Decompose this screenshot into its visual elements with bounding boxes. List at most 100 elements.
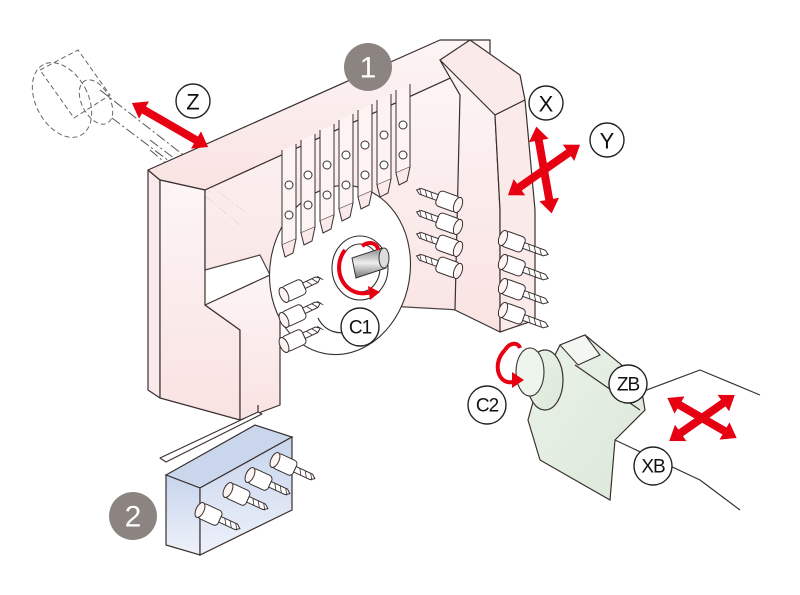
gang-tool-plate xyxy=(281,144,297,246)
drill-flutes xyxy=(528,315,542,328)
tool-holder-face xyxy=(278,287,290,303)
callout-badge-2: 2 xyxy=(109,492,157,540)
gang-tool-tip xyxy=(319,214,335,234)
callout-badge-1-text: 1 xyxy=(360,52,377,85)
drill-flutes xyxy=(419,209,433,222)
bolt-icon xyxy=(322,160,332,170)
label-xb-text: XB xyxy=(641,457,665,478)
gang-tool-plate xyxy=(357,104,373,198)
gang-tool-tip xyxy=(395,166,411,186)
front-drill-tool xyxy=(497,301,549,329)
label-z: Z xyxy=(175,83,211,119)
callout-badge-1: 1 xyxy=(344,43,392,91)
gang-tool-tip xyxy=(281,238,297,258)
drill-bit xyxy=(302,301,322,315)
drill-bit xyxy=(415,209,439,223)
gang-tool-tip xyxy=(300,226,316,246)
bolt-icon xyxy=(341,150,351,160)
gang-tool-tip xyxy=(376,178,392,198)
drill-bit xyxy=(302,276,322,290)
label-z-text: Z xyxy=(186,90,199,115)
label-c1-text: C1 xyxy=(349,318,372,339)
bolt-icon xyxy=(303,200,313,210)
turret-front-drills xyxy=(497,229,549,329)
label-y: Y xyxy=(589,122,625,158)
drill-flutes xyxy=(528,267,542,280)
front-drill-tool xyxy=(497,277,549,305)
tool-holder-face xyxy=(452,262,464,280)
tool-holder-face xyxy=(452,196,464,214)
bolt-icon xyxy=(379,160,389,170)
drill-flutes xyxy=(224,518,238,531)
bolt-icon xyxy=(341,180,351,190)
tool-holder-face xyxy=(497,301,509,319)
lower-drill-tool xyxy=(278,325,324,353)
back-post-drill-tool xyxy=(194,502,241,531)
xy-axis-arrows xyxy=(507,126,581,214)
back-post-drill-tool xyxy=(222,482,269,511)
z-axis-arrow xyxy=(131,101,209,149)
back-post-drills xyxy=(194,452,316,531)
drill-flutes xyxy=(306,325,324,336)
drill-flutes xyxy=(419,253,433,266)
gang-tool-tip xyxy=(357,190,373,210)
bolt-icon xyxy=(360,140,370,150)
right-turret-block xyxy=(439,39,536,333)
zb-xb-axis-arrows xyxy=(667,394,737,442)
gang-tool-plate xyxy=(319,124,335,222)
gang-tool-plate xyxy=(300,134,316,234)
drill-flutes xyxy=(528,243,542,256)
bolt-icon xyxy=(379,130,389,140)
label-y-text: Y xyxy=(600,129,615,154)
tool-holder-face xyxy=(278,312,290,328)
drill-bit xyxy=(218,515,241,531)
side-drill-tool xyxy=(415,209,464,236)
bolt-icon xyxy=(398,120,408,130)
bolt-icon xyxy=(322,190,332,200)
lower-drill-tool xyxy=(278,300,324,328)
drill-flutes xyxy=(299,468,313,481)
label-zb: ZB xyxy=(608,364,648,404)
tool-holder-face xyxy=(497,229,509,247)
drill-flutes xyxy=(419,187,433,200)
bolt-icon xyxy=(284,210,294,220)
front-drill-tool xyxy=(497,229,549,257)
tool-holder-face xyxy=(269,452,281,468)
drill-bit xyxy=(522,314,549,329)
label-c2-text: C2 xyxy=(476,396,499,417)
tool-holder-face xyxy=(244,467,256,483)
drill-flutes xyxy=(274,483,288,496)
drill-flutes xyxy=(528,291,542,304)
c1-rotation-arrow xyxy=(337,248,373,296)
gang-tool-plate xyxy=(338,114,354,210)
side-drill-tool xyxy=(415,187,464,214)
bolt-icon xyxy=(303,170,313,180)
drill-flutes xyxy=(306,275,324,286)
drill-bit xyxy=(415,231,439,245)
drill-flutes xyxy=(419,231,433,244)
drill-bit xyxy=(268,480,291,496)
tool-holder-face xyxy=(452,218,464,236)
label-c2: C2 xyxy=(467,385,507,425)
drill-bit xyxy=(246,495,269,511)
front-drill-tool xyxy=(497,253,549,281)
side-drill-tool xyxy=(415,253,464,280)
label-x-text: X xyxy=(539,92,554,117)
bolt-icon xyxy=(360,170,370,180)
gang-tool-holders xyxy=(281,84,411,258)
drill-flutes xyxy=(252,498,266,511)
label-zb-text: ZB xyxy=(617,375,640,396)
lower-drill-tool xyxy=(278,275,324,303)
drill-bit xyxy=(302,326,322,340)
side-drill-tool xyxy=(415,231,464,258)
label-x: X xyxy=(528,85,564,121)
tool-holder-face xyxy=(497,253,509,271)
label-c1: C1 xyxy=(340,307,380,347)
lower-tool-holders xyxy=(278,275,324,353)
tool-holder-face xyxy=(278,337,290,353)
drill-flutes xyxy=(306,300,324,311)
tool-holder-face xyxy=(194,502,206,518)
tool-holder-face xyxy=(452,240,464,258)
